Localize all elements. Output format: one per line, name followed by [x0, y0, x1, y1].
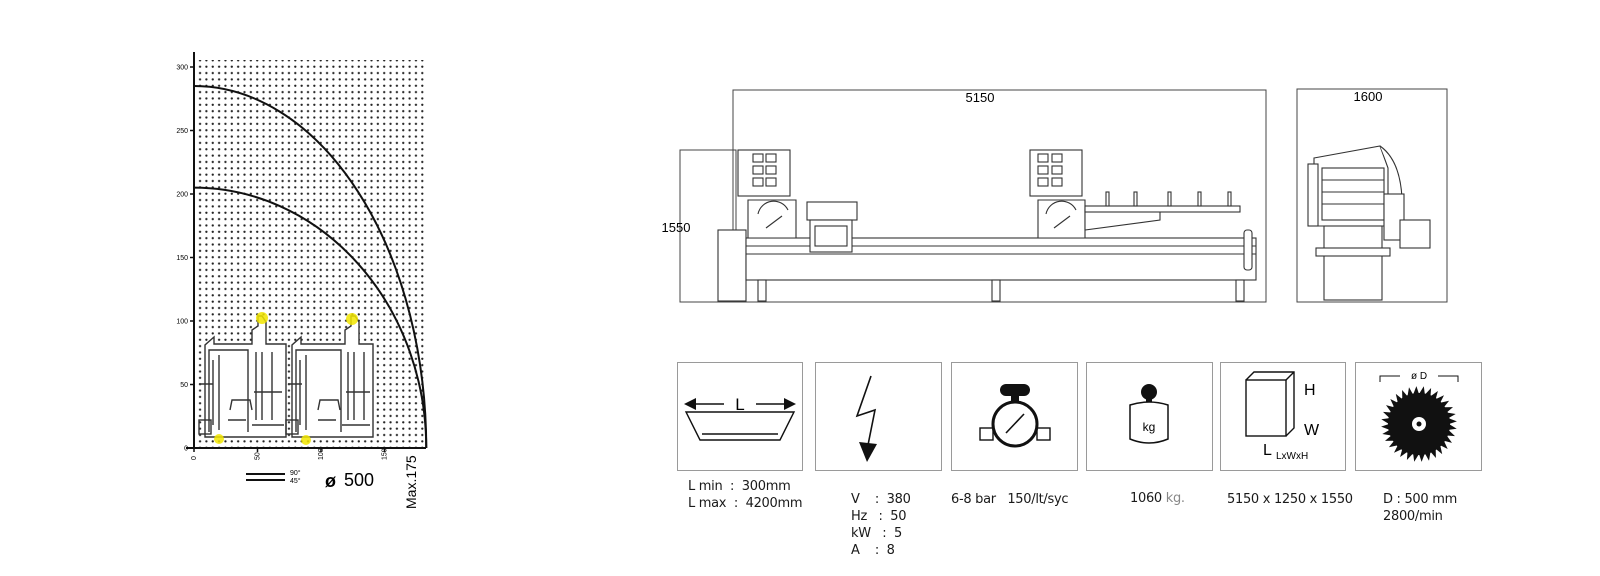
y-tick-label: 300: [176, 65, 188, 72]
capacity-curve-90deg: [193, 186, 428, 449]
capacity-curve-45deg: [193, 85, 428, 449]
electric-power-icon: [855, 375, 877, 462]
x-tick-label: 50: [255, 452, 262, 460]
legend-90-label: 90°: [290, 469, 301, 477]
spec-box-blade: [1355, 362, 1482, 471]
y-axis-ticks: 0 50 100 150 200 250 300: [176, 65, 194, 453]
spec-weight-value: 1060: [1130, 491, 1162, 506]
legend-45-label: 45°: [290, 477, 301, 485]
spec-length-min: L min : 300mm: [688, 479, 791, 494]
dimensions-box-icon: H W L LxWxH: [1245, 371, 1320, 462]
dimension-lxwxh-label: LxWxH: [1276, 451, 1308, 462]
spec-box-weight: [1086, 362, 1213, 471]
weight-icon: kg: [1129, 384, 1169, 444]
capacity-curves: [193, 85, 428, 449]
blade-diameter-value: 500: [344, 470, 374, 490]
spec-electric-power: kW : 5: [851, 526, 902, 541]
x-tick-label: 100: [318, 448, 325, 460]
height-dimension-frame: [679, 149, 737, 303]
profile-length-icon: L: [684, 395, 796, 441]
y-tick-label: 0: [184, 446, 188, 453]
y-tick-label: 50: [180, 382, 188, 389]
spec-length-max: L max : 4200mm: [688, 496, 803, 511]
saw-blade-icon: ø D: [1379, 371, 1459, 462]
dimension-h-label: H: [1304, 382, 1316, 399]
dimension-l-label: L: [1263, 442, 1272, 459]
y-tick-label: 100: [176, 319, 188, 326]
spec-weight-text: 1060 kg.: [1130, 491, 1185, 506]
angle-legend: 90° 45°: [246, 469, 301, 485]
spec-blade-diameter: D : 500 mm: [1383, 492, 1457, 507]
spec-blade-text: D : 500 mm 2800/min: [1383, 491, 1457, 525]
machine-drawing: 5150 1550 1600: [662, 88, 1448, 303]
height-dimension-label: 1550: [662, 220, 691, 235]
cutting-capacity-chart: 0 50 100 150 200 250 300 0 50 100 150 90° 45° ø: [176, 52, 428, 509]
blade-diameter-symbol: ø: [325, 471, 336, 491]
y-tick-label: 250: [176, 128, 188, 135]
max-height-label: Max.175: [403, 455, 419, 509]
air-pressure-gauge-icon: [979, 384, 1051, 448]
length-icon-label: L: [735, 395, 744, 414]
spec-electric-text: V : 380 Hz : 50 kW : 5 A : 8: [851, 491, 911, 559]
spec-electric-current: A : 8: [851, 543, 895, 558]
spec-box-air: [951, 362, 1078, 471]
dimension-w-label: W: [1304, 422, 1320, 439]
spec-electric-frequency: Hz : 50: [851, 509, 907, 524]
spec-air-text: 6-8 bar 150/lt/syc: [951, 491, 1069, 508]
spec-length-text: L min : 300mm L max : 4200mm: [688, 478, 803, 512]
spec-box-electric: [815, 362, 942, 471]
spec-dimensions-value: 5150 x 1250 x 1550: [1227, 492, 1353, 507]
x-axis-ticks: 0 50 100 150: [191, 448, 389, 460]
weight-icon-label: kg: [1143, 420, 1156, 434]
length-dimension-label: 5150: [966, 90, 995, 105]
spec-air-pressure: 6-8 bar 150/lt/syc: [951, 492, 1069, 507]
length-dimension-frame: [732, 89, 1267, 303]
x-tick-label: 150: [382, 448, 389, 460]
spec-electric-voltage: V : 380: [851, 492, 911, 507]
x-tick-label: 0: [191, 456, 198, 460]
window-profile-sections: [198, 315, 374, 438]
spec-dimensions-text: 5150 x 1250 x 1550: [1227, 491, 1353, 508]
machine-front-view: [717, 149, 1257, 302]
spec-blade-speed: 2800/min: [1383, 509, 1443, 524]
depth-dimension-label: 1600: [1354, 89, 1383, 104]
spec-weight-unit: kg.: [1165, 491, 1185, 506]
spec-box-length: [677, 362, 803, 471]
blade-icon-label: ø D: [1411, 371, 1427, 382]
machine-side-view: [1307, 145, 1431, 301]
clamp-highlight-markers: [214, 312, 358, 445]
y-tick-label: 200: [176, 192, 188, 199]
spec-box-dimensions: [1220, 362, 1346, 471]
depth-dimension-frame: [1296, 88, 1448, 303]
y-tick-label: 150: [176, 255, 188, 262]
